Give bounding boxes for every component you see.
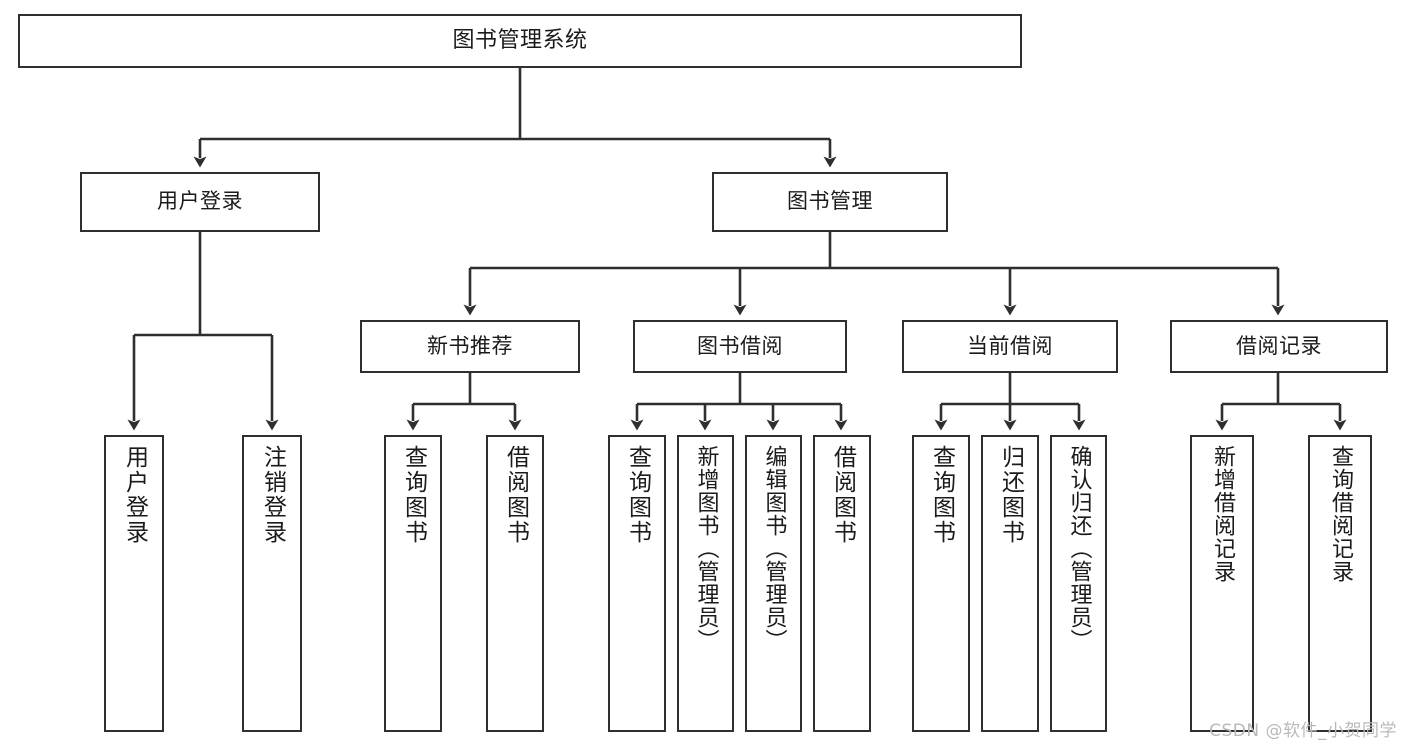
node-book-manage[interactable]: 图书管理: [712, 172, 948, 232]
node-leaf-borrow-book-2[interactable]: 借阅图书: [813, 435, 871, 732]
node-user-login-label: 用户登录: [157, 189, 243, 214]
node-new-book-rec[interactable]: 新书推荐: [360, 320, 580, 373]
node-leaf-borrow-book-1[interactable]: 借阅图书: [486, 435, 544, 732]
node-book-borrow-label: 图书借阅: [697, 333, 783, 358]
node-book-borrow[interactable]: 图书借阅: [633, 320, 847, 373]
node-borrow-record[interactable]: 借阅记录: [1170, 320, 1388, 373]
node-leaf-add-record-label: 新增借阅记录: [1210, 445, 1235, 583]
node-leaf-return-book[interactable]: 归还图书: [981, 435, 1039, 732]
node-borrow-record-label: 借阅记录: [1236, 333, 1322, 358]
node-leaf-edit-book-label: 编辑图书（管理员）: [761, 445, 787, 652]
node-leaf-edit-book[interactable]: 编辑图书（管理员）: [745, 435, 802, 732]
node-root[interactable]: 图书管理系统: [18, 14, 1022, 68]
node-root-label: 图书管理系统: [452, 27, 588, 53]
node-current-borrow[interactable]: 当前借阅: [902, 320, 1118, 373]
node-leaf-confirm-return-label: 确认归还（管理员）: [1066, 445, 1092, 652]
node-leaf-user-login[interactable]: 用户登录: [104, 435, 164, 732]
node-current-borrow-label: 当前借阅: [967, 333, 1053, 358]
node-leaf-query-book-3-label: 查询图书: [928, 445, 955, 545]
node-leaf-user-logout-label: 注销登录: [259, 445, 286, 545]
node-book-manage-label: 图书管理: [787, 189, 873, 214]
node-leaf-query-record-label: 查询借阅记录: [1328, 445, 1353, 583]
node-user-login[interactable]: 用户登录: [80, 172, 320, 232]
node-leaf-query-book-2-label: 查询图书: [624, 445, 651, 545]
node-leaf-borrow-book-2-label: 借阅图书: [829, 445, 856, 545]
csdn-watermark: CSDN @软件_小贺同学: [1209, 721, 1397, 741]
node-leaf-query-book-1-label: 查询图书: [400, 445, 427, 545]
node-leaf-query-book-2[interactable]: 查询图书: [608, 435, 666, 732]
node-leaf-confirm-return[interactable]: 确认归还（管理员）: [1050, 435, 1107, 732]
node-leaf-query-record[interactable]: 查询借阅记录: [1308, 435, 1372, 732]
node-leaf-user-login-label: 用户登录: [121, 445, 148, 545]
node-leaf-query-book-3[interactable]: 查询图书: [912, 435, 970, 732]
node-leaf-add-book-label: 新增图书（管理员）: [693, 445, 719, 652]
node-new-book-rec-label: 新书推荐: [427, 333, 513, 358]
node-leaf-borrow-book-1-label: 借阅图书: [502, 445, 529, 545]
node-leaf-user-logout[interactable]: 注销登录: [242, 435, 302, 732]
node-leaf-query-book-1[interactable]: 查询图书: [384, 435, 442, 732]
node-leaf-return-book-label: 归还图书: [997, 445, 1024, 545]
node-leaf-add-book[interactable]: 新增图书（管理员）: [677, 435, 734, 732]
node-leaf-add-record[interactable]: 新增借阅记录: [1190, 435, 1254, 732]
